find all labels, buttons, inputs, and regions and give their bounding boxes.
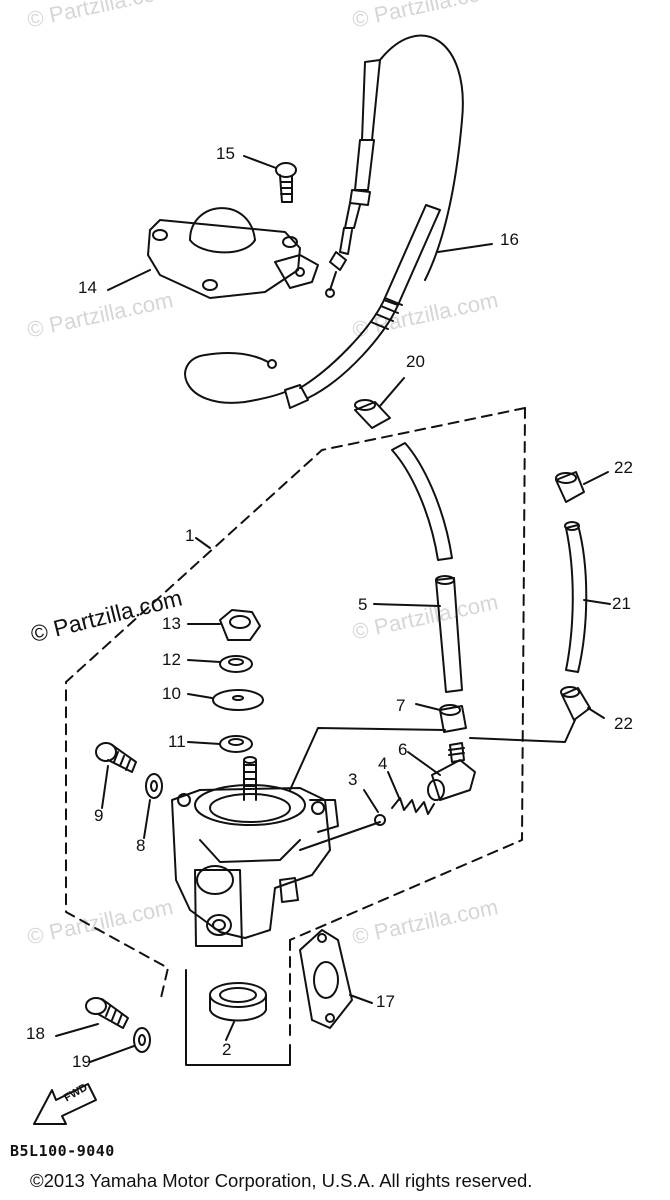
fitting-7 xyxy=(439,704,467,733)
callout-16: 16 xyxy=(500,230,519,249)
callout-21: 21 xyxy=(612,594,631,613)
callout-15: 15 xyxy=(216,144,235,163)
hose-21 xyxy=(565,524,588,673)
fitting-22-bottom xyxy=(560,686,591,721)
diagram-code: B5L100-9040 xyxy=(10,1142,115,1160)
spring-4 xyxy=(391,797,435,815)
fitting-20 xyxy=(354,399,391,429)
callout-4: 4 xyxy=(378,754,388,773)
washer-11 xyxy=(219,735,253,753)
elbow-fitting-6 xyxy=(427,742,476,801)
callout-7: 7 xyxy=(396,696,406,715)
screw-15 xyxy=(275,162,297,203)
plate-10 xyxy=(212,689,264,711)
callout-1: 1 xyxy=(185,526,195,545)
callout-2: 2 xyxy=(222,1040,232,1059)
hose-5 xyxy=(435,577,463,693)
fwd-arrow-icon xyxy=(33,1083,97,1125)
callout-5: 5 xyxy=(358,595,368,614)
callout-6: 6 xyxy=(398,740,408,759)
callout-14: 14 xyxy=(78,278,97,297)
fitting-22-top xyxy=(555,471,585,503)
bolt-9 xyxy=(95,742,137,773)
callout-12: 12 xyxy=(162,650,181,669)
callout-22-top: 22 xyxy=(614,458,633,477)
throttle-cable xyxy=(379,34,464,281)
callout-17: 17 xyxy=(376,992,395,1011)
assembly-boundary xyxy=(65,407,526,1003)
callout-19: 19 xyxy=(72,1052,91,1071)
hose-upper xyxy=(391,442,453,561)
callout-22-bottom: 22 xyxy=(614,714,633,733)
pump-body xyxy=(171,756,339,947)
callout-18: 18 xyxy=(26,1024,45,1043)
bolt-18 xyxy=(85,997,129,1029)
callout-13: 13 xyxy=(162,614,181,633)
washer-12 xyxy=(219,655,253,673)
copyright-text: ©2013 Yamaha Motor Corporation, U.S.A. A… xyxy=(30,1170,533,1191)
callout-3: 3 xyxy=(348,770,358,789)
gasket-17 xyxy=(299,929,353,1029)
nut-13 xyxy=(219,609,261,641)
callout-9: 9 xyxy=(94,806,104,825)
washer-19 xyxy=(133,1027,151,1053)
seal-2 xyxy=(209,982,267,1022)
washer-8 xyxy=(145,773,163,799)
hose-16 xyxy=(383,204,441,306)
assembly-boundary-right xyxy=(289,407,526,941)
cover-14 xyxy=(147,207,319,299)
callout-11: 11 xyxy=(168,732,186,751)
cable-upper-housing xyxy=(361,59,381,141)
callout-20: 20 xyxy=(406,352,425,371)
ball-3 xyxy=(374,814,386,826)
callout-8: 8 xyxy=(136,836,146,855)
callout-10: 10 xyxy=(162,684,181,703)
